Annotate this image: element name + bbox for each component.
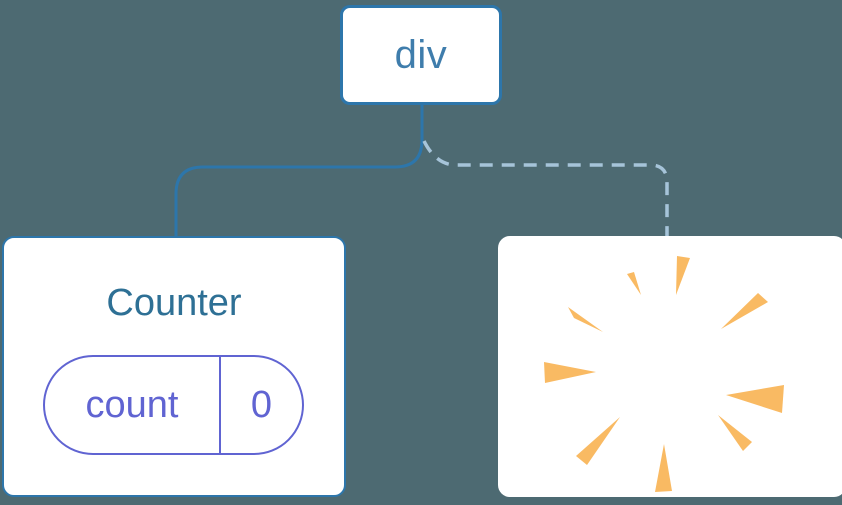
root-node-label: div: [394, 32, 448, 77]
counter-node-title: Counter: [106, 282, 242, 324]
node-counter: Counter count 0: [2, 236, 346, 497]
edge-dashed-root-to-removed: [422, 140, 669, 237]
poof-icon: [544, 256, 784, 492]
edge-solid-root-to-counter: [174, 103, 424, 237]
state-pill: count 0: [43, 355, 304, 455]
state-value: 0: [250, 383, 273, 426]
node-removed: [498, 236, 842, 497]
node-root-div: div: [340, 5, 502, 105]
state-key-label: count: [45, 357, 221, 453]
